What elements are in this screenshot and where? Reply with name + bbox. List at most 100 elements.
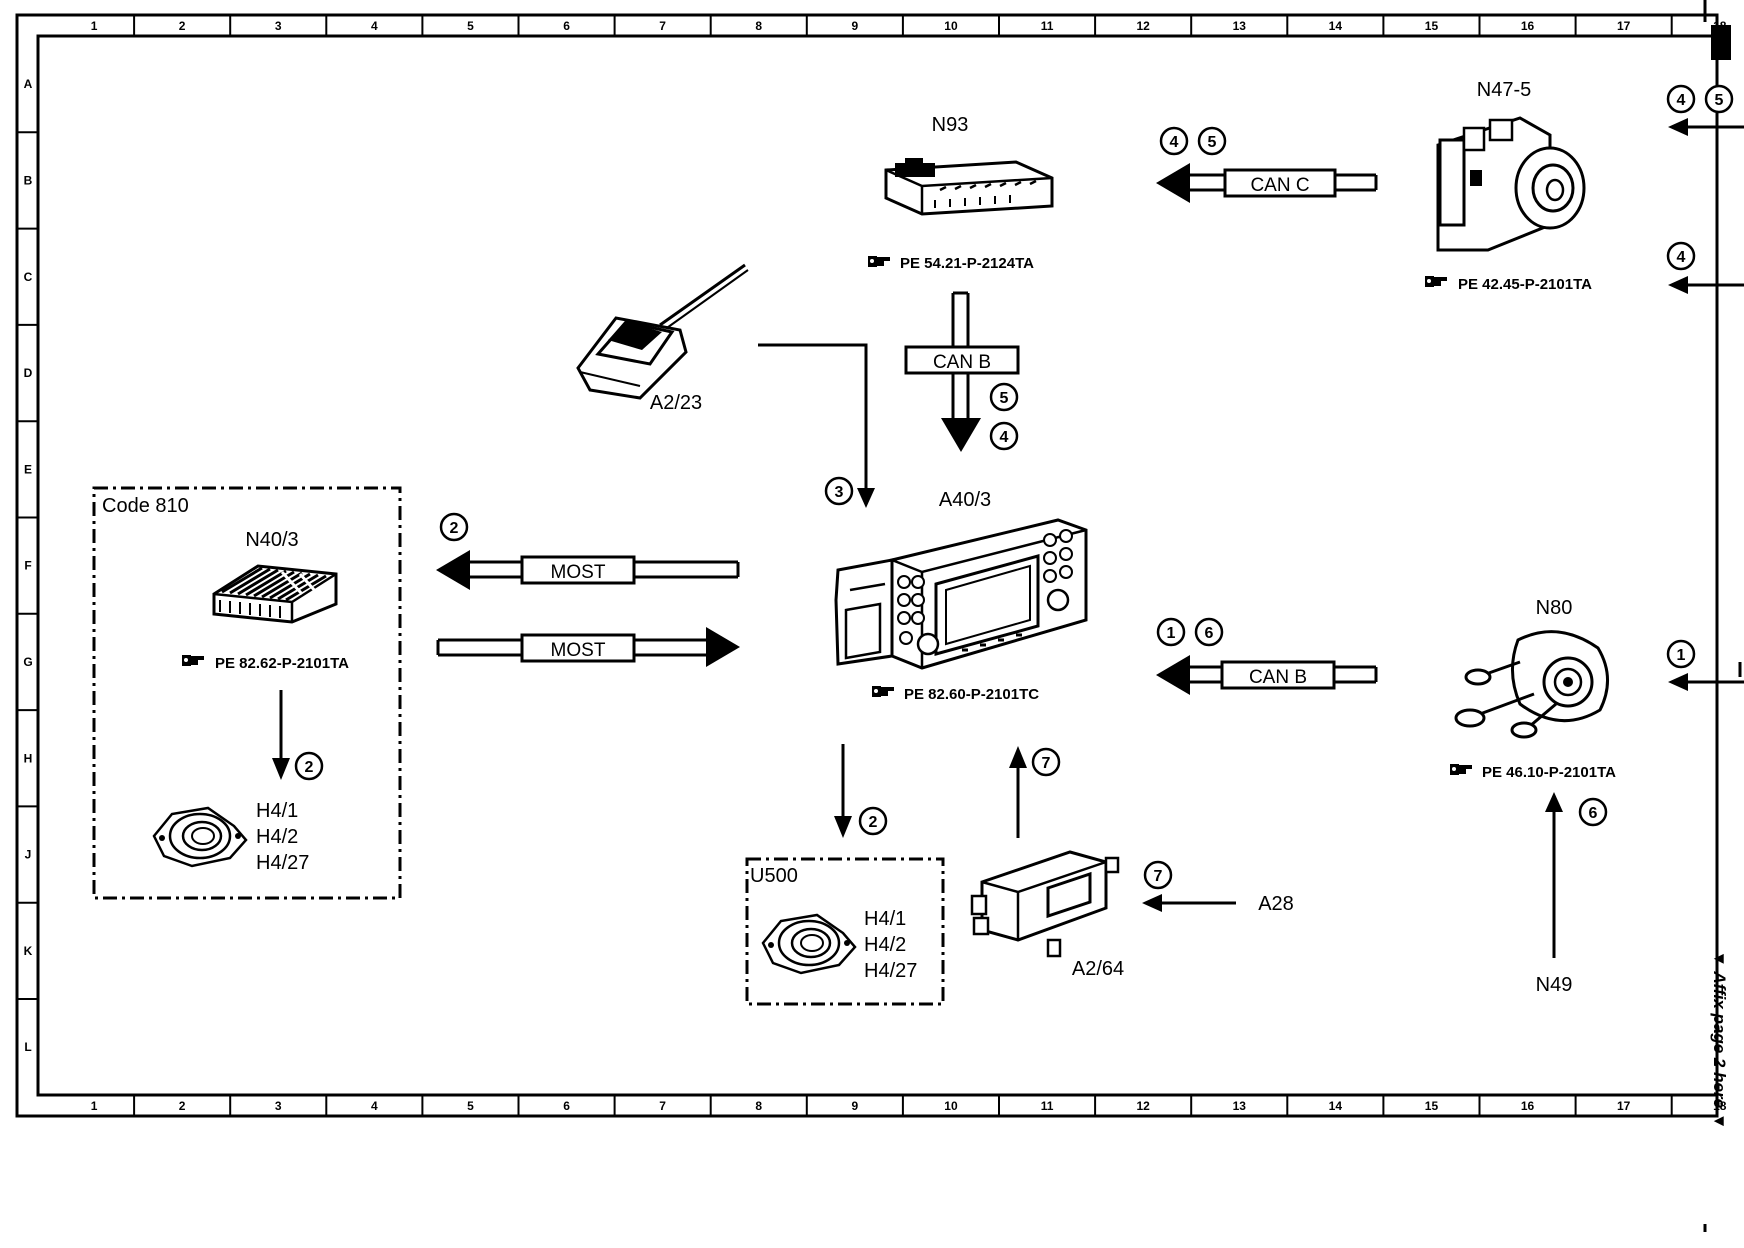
column-number: 18: [1713, 1099, 1727, 1113]
row-letter: A: [24, 77, 33, 91]
svg-text:5: 5: [1715, 92, 1724, 109]
column-number: 11: [1041, 1099, 1054, 1113]
most-top-box: [520, 555, 636, 585]
column-number: 8: [755, 19, 762, 33]
column-number: 17: [1617, 1099, 1631, 1113]
column-number: 12: [1136, 19, 1150, 33]
column-number: 16: [1521, 19, 1535, 33]
u500-connection: 2: [834, 744, 888, 838]
column-number: 1: [91, 1099, 98, 1113]
svg-text:2: 2: [305, 759, 314, 776]
u500-speaker-3: H4/27: [864, 960, 917, 982]
edge-marker-4: 4: [1666, 241, 1744, 294]
a40-3-label: A40/3: [939, 489, 991, 511]
column-number: 5: [467, 1099, 474, 1113]
n80-reference[interactable]: PE 46.10-P-2101TA: [1482, 764, 1616, 781]
svg-text:1: 1: [1167, 625, 1176, 642]
n93-label: N93: [932, 114, 969, 136]
marker-4-5: 4 5: [1159, 126, 1227, 156]
column-number: 9: [852, 1099, 859, 1113]
n47-5-label: N47-5: [1477, 79, 1531, 101]
column-number: 4: [371, 19, 378, 33]
column-number: 2: [179, 19, 186, 33]
row-letter: B: [24, 173, 33, 187]
can-b-vertical-label: CAN B: [933, 352, 991, 373]
n93-module-icon: [884, 158, 1054, 216]
code-810-speaker-3: H4/27: [256, 852, 309, 874]
column-number: 7: [659, 19, 666, 33]
a28-label: A28: [1258, 893, 1294, 915]
column-number: 16: [1521, 1099, 1535, 1113]
u500-title: U500: [750, 865, 798, 887]
column-number: 8: [755, 1099, 762, 1113]
code-810-title: Code 810: [102, 495, 189, 517]
column-number: 17: [1617, 19, 1631, 33]
column-number: 11: [1041, 19, 1054, 33]
manual-reference-icon: [872, 686, 894, 697]
column-number: 14: [1329, 1099, 1343, 1113]
column-number: 2: [179, 1099, 186, 1113]
manual-reference-icon: [182, 655, 204, 666]
code-810-speaker-2: H4/2: [256, 826, 298, 848]
a40-3-reference[interactable]: PE 82.60-P-2101TC: [904, 686, 1039, 703]
svg-text:7: 7: [1154, 868, 1163, 885]
column-number: 13: [1233, 1099, 1247, 1113]
speaker-icon: [761, 913, 857, 975]
code-810-group: [92, 486, 402, 900]
column-number: 10: [944, 19, 958, 33]
row-letter: H: [24, 751, 33, 765]
a2-23-antenna-icon: [576, 263, 749, 400]
column-number: 15: [1425, 1099, 1439, 1113]
column-number: 1: [91, 19, 98, 33]
row-letter: C: [24, 270, 33, 284]
row-letter: L: [24, 1040, 31, 1054]
n49-connection: 6: [1545, 792, 1608, 958]
column-ruler: 1122334455667788991010111112121313141415…: [91, 15, 1727, 1116]
marker-1-6: 1 6: [1156, 617, 1224, 647]
marker-2-most: 2: [439, 512, 469, 542]
svg-text:4: 4: [1677, 249, 1686, 266]
svg-text:2: 2: [450, 520, 459, 537]
speaker-icon: [152, 806, 248, 868]
a2-64-label: A2/64: [1072, 958, 1124, 980]
n80-label: N80: [1536, 597, 1573, 619]
n47-5-reference[interactable]: PE 42.45-P-2101TA: [1458, 276, 1592, 293]
svg-text:4: 4: [1000, 429, 1009, 446]
n49-label: N49: [1536, 974, 1573, 996]
most-top-label: MOST: [551, 562, 606, 583]
a28-connection: 7: [1142, 860, 1236, 912]
edge-marker-1: 1: [1666, 639, 1744, 691]
a2-23-connection: [758, 343, 875, 508]
n40-3-speaker-connection: 2: [272, 690, 324, 781]
column-number: 3: [275, 1099, 282, 1113]
n40-3-label: N40/3: [245, 529, 298, 551]
row-letter: E: [24, 462, 32, 476]
edge-marker-4-5: 4 5: [1666, 84, 1744, 136]
column-number: 15: [1425, 19, 1439, 33]
svg-text:5: 5: [1208, 134, 1217, 151]
marker-5-4: 5 4: [989, 382, 1019, 451]
n40-3-amplifier-icon: [212, 564, 338, 624]
row-letter: G: [23, 655, 32, 669]
a2-23-label: A2/23: [650, 392, 702, 414]
svg-text:6: 6: [1589, 805, 1598, 822]
can-b-right-box: [1220, 660, 1336, 690]
manual-reference-icon: [1450, 764, 1472, 775]
n93-reference[interactable]: PE 54.21-P-2124TA: [900, 255, 1034, 272]
column-number: 6: [563, 19, 570, 33]
column-number: 4: [371, 1099, 378, 1113]
n40-3-reference[interactable]: PE 82.62-P-2101TA: [215, 655, 349, 672]
column-number: 5: [467, 19, 474, 33]
u500-speaker-2: H4/2: [864, 934, 906, 956]
most-bottom-box: [520, 633, 636, 663]
svg-text:2: 2: [869, 814, 878, 831]
most-bottom-label: MOST: [551, 640, 606, 661]
frame: [15, 0, 1731, 1118]
row-letter: J: [25, 848, 32, 862]
a2-64-up-connection: 7: [1009, 746, 1061, 838]
column-number: 10: [944, 1099, 958, 1113]
row-letter: K: [24, 944, 33, 958]
column-number: 7: [659, 1099, 666, 1113]
